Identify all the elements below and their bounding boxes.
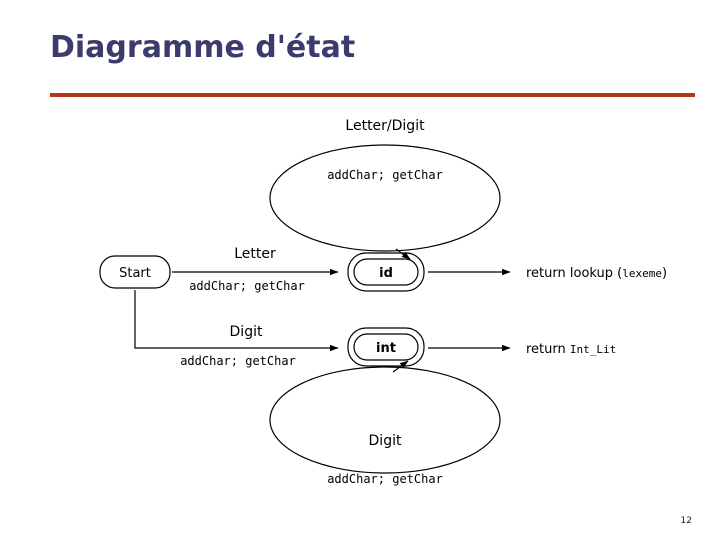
state-id-inner — [353, 258, 419, 286]
transition-start-to-int-action: addChar; getChar — [180, 354, 296, 368]
page-number: 12 — [680, 516, 692, 526]
int-self-loop-ellipse — [269, 366, 501, 474]
transition-start-to-id-action: addChar; getChar — [189, 279, 305, 293]
output-id-mono: lexeme — [622, 267, 662, 280]
transition-start-to-int-condition: Digit — [230, 324, 263, 340]
output-id-label: return lookup (lexeme) — [526, 266, 667, 281]
output-int-label: return Int_Lit — [526, 342, 616, 357]
state-diagram-svg: Letter/Digit addChar; getChar Digit addC… — [99, 118, 667, 486]
id-self-loop-ellipse — [269, 144, 501, 252]
state-int-outer — [347, 327, 425, 367]
state-diagram: Letter/Digit addChar; getChar Digit addC… — [80, 110, 700, 500]
output-id-text: return lookup ( — [526, 266, 622, 281]
title-divider — [50, 93, 695, 97]
state-start-label: Start — [119, 266, 151, 281]
output-id-tail: ) — [662, 266, 667, 281]
output-int-mono: Int_Lit — [570, 343, 616, 356]
state-start-shape — [99, 255, 171, 289]
int-self-loop-condition: Digit — [369, 433, 402, 449]
output-int-text: return — [526, 342, 570, 357]
state-id-outer — [347, 252, 425, 292]
state-id-label: id — [379, 266, 393, 281]
int-self-loop-action: addChar; getChar — [327, 472, 443, 486]
transition-start-to-id-condition: Letter — [234, 246, 276, 262]
id-self-loop-condition: Letter/Digit — [345, 118, 425, 134]
page-title: Diagramme d'état — [50, 30, 356, 65]
transition-start-to-int-arrow — [134, 290, 339, 352]
state-int-label: int — [376, 341, 396, 356]
id-self-loop-action: addChar; getChar — [327, 168, 443, 182]
state-int-inner — [353, 333, 419, 361]
id-self-loop-arrowhead — [395, 248, 411, 260]
